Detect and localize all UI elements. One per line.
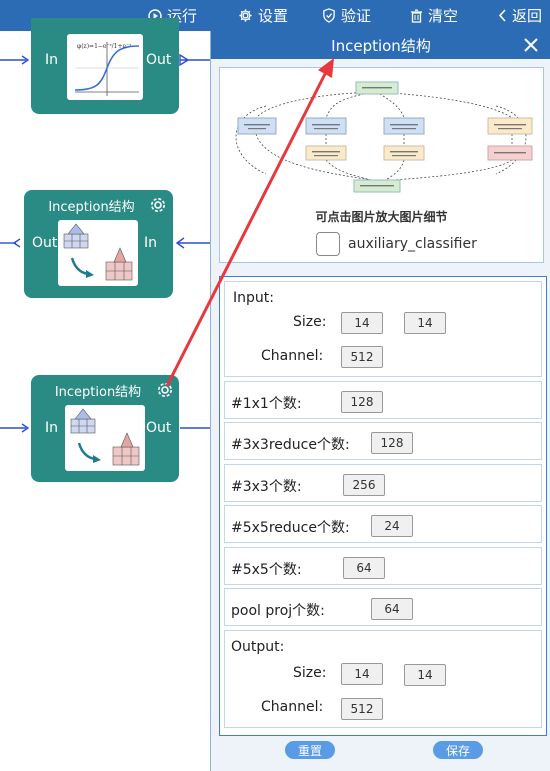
node-in-port[interactable]: In — [144, 235, 158, 251]
svg-text:φ(z)=1−e⁻ᶻ/1+e⁻ᶻ: φ(z)=1−e⁻ᶻ/1+e⁻ᶻ — [77, 43, 131, 50]
auxiliary-classifier-row: auxiliary_classifier — [316, 231, 477, 257]
output-size-height-field[interactable]: 14 — [404, 664, 446, 686]
field-value-input[interactable]: 64 — [371, 598, 413, 620]
field-value-input[interactable]: 64 — [343, 557, 385, 579]
field-value-input[interactable]: 256 — [343, 474, 385, 496]
node-out-port[interactable]: Out — [146, 52, 172, 68]
field-value-input[interactable]: 128 — [371, 432, 413, 454]
image-zoom-hint: 可点击图片放大图片细节 — [315, 210, 448, 224]
inception-block-image — [58, 220, 138, 286]
field-row: #1x1个数: 128 — [224, 381, 542, 419]
reset-button[interactable]: 重置 — [285, 741, 335, 759]
shield-check-icon — [322, 8, 336, 23]
auxiliary-classifier-checkbox[interactable] — [316, 232, 340, 256]
close-icon[interactable] — [523, 37, 539, 53]
gear-icon[interactable] — [155, 380, 175, 400]
output-size-label: Size: — [293, 665, 327, 681]
clear-label: 清空 — [428, 7, 459, 25]
input-channel-field[interactable]: 512 — [341, 346, 383, 368]
gear-icon[interactable] — [148, 195, 168, 215]
inception-block-image — [65, 405, 145, 471]
back-label: 返回 — [512, 7, 543, 25]
settings-label: 设置 — [258, 7, 289, 25]
node-title: Inception结构 — [48, 200, 135, 215]
input-channel-label: Channel: — [261, 348, 324, 364]
chevron-left-icon — [498, 9, 507, 22]
validate-button[interactable]: 验证 — [322, 0, 371, 31]
field-row: #3x3reduce个数: 128 — [224, 422, 542, 460]
output-channel-label: Channel: — [261, 699, 324, 715]
out-port-triangle-icon[interactable] — [179, 54, 189, 66]
field-label: #5x5reduce个数: — [231, 520, 350, 536]
inception-node-1[interactable]: Inception结构 Out In — [24, 190, 173, 298]
inception-settings-panel: Inception结构 — [210, 31, 550, 771]
trash-icon — [410, 9, 423, 23]
gear-icon — [238, 8, 253, 23]
auxiliary-classifier-label: auxiliary_classifier — [348, 236, 477, 252]
inception-diagram-card: 可点击图片放大图片细节 auxiliary_classifier — [219, 67, 544, 263]
field-row: #5x5个数: 64 — [224, 547, 542, 585]
node-in-port[interactable]: In — [45, 52, 59, 68]
output-section-label: Output: — [231, 639, 285, 655]
save-button[interactable]: 保存 — [433, 741, 483, 759]
field-row: #3x3个数: 256 — [224, 464, 542, 502]
field-label: #1x1个数: — [231, 396, 302, 412]
output-channel-field[interactable]: 512 — [341, 698, 383, 720]
field-value-input[interactable]: 128 — [341, 391, 383, 413]
field-label: #3x3reduce个数: — [231, 437, 350, 453]
parameter-form: Input: Size: 14 14 Channel: 512 #1x1个数: … — [219, 276, 547, 736]
back-button[interactable]: 返回 — [498, 0, 542, 31]
field-label: #5x5个数: — [231, 562, 302, 578]
input-size-label: Size: — [293, 314, 327, 330]
inception-diagram-image[interactable] — [226, 76, 538, 194]
inception-node-2[interactable]: Inception结构 In Out — [31, 375, 179, 482]
settings-button[interactable]: 设置 — [238, 0, 288, 31]
input-section: Input: Size: 14 14 Channel: 512 — [224, 281, 542, 377]
panel-title: Inception结构 — [331, 37, 431, 55]
output-section: Output: Size: 14 14 Channel: 512 — [224, 630, 542, 728]
field-label: pool proj个数: — [231, 603, 325, 619]
field-row: pool proj个数: 64 — [224, 588, 542, 626]
sigmoid-curve-image: φ(z)=1−e⁻ᶻ/1+e⁻ᶻ — [67, 34, 143, 100]
node-out-port[interactable]: Out — [146, 420, 172, 436]
node-in-port[interactable]: In — [45, 420, 59, 436]
field-row: #5x5reduce个数: 24 — [224, 505, 542, 543]
node-out-port[interactable]: Out — [32, 235, 58, 251]
validate-label: 验证 — [341, 7, 372, 25]
node-title: Inception结构 — [54, 385, 142, 400]
output-size-width-field[interactable]: 14 — [341, 663, 383, 685]
panel-header: Inception结构 — [211, 31, 550, 59]
sigmoid-node[interactable]: In φ(z)=1−e⁻ᶻ/1+e⁻ᶻ Out — [31, 18, 189, 114]
input-size-width-field[interactable]: 14 — [341, 312, 383, 334]
field-label: #3x3个数: — [231, 479, 302, 495]
input-section-label: Input: — [233, 290, 274, 306]
input-size-height-field[interactable]: 14 — [404, 312, 446, 334]
clear-button[interactable]: 清空 — [410, 0, 458, 31]
field-value-input[interactable]: 24 — [371, 515, 413, 537]
